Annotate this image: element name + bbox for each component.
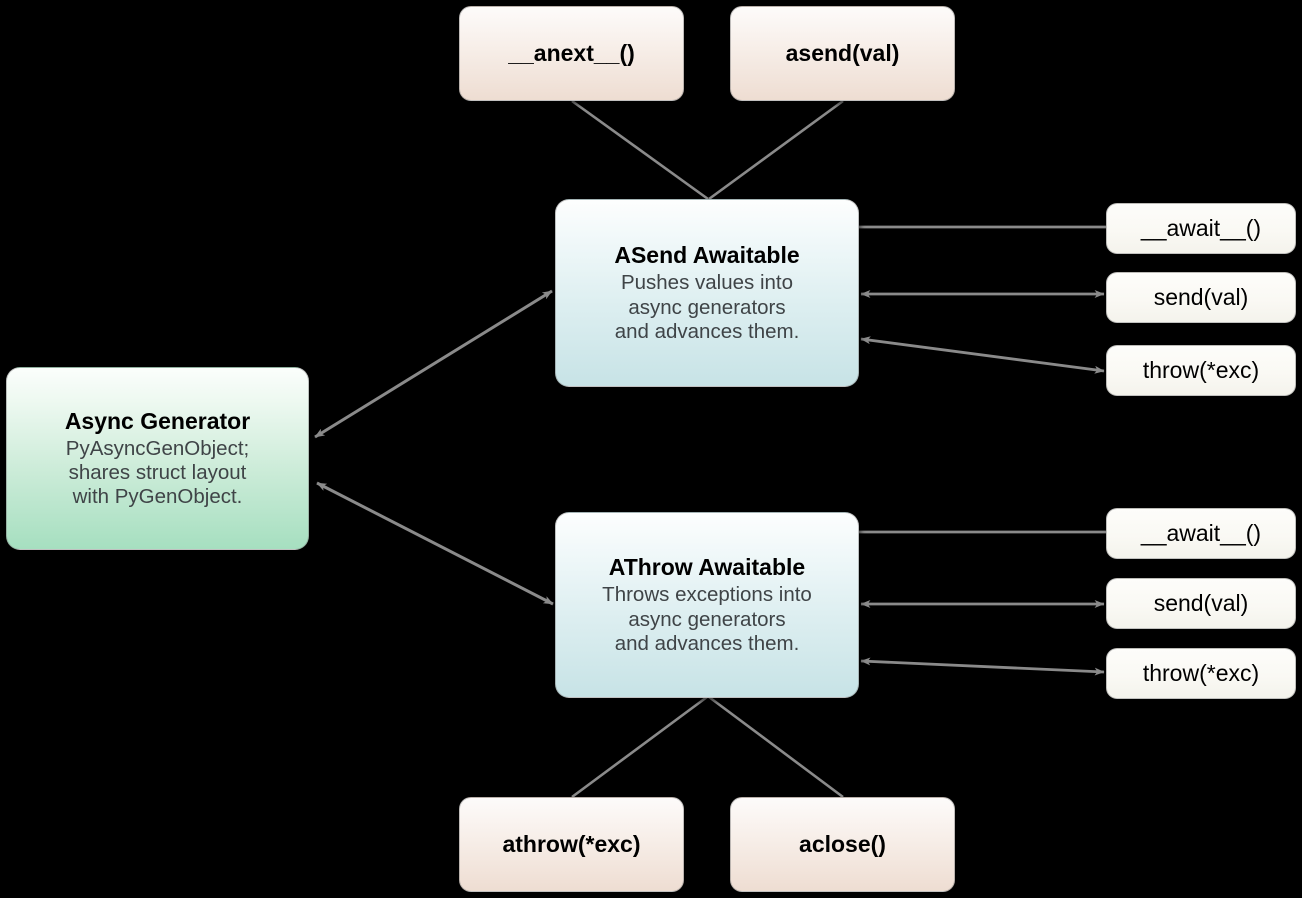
node-athrow-awaitable-desc-line-1: Throws exceptions into	[602, 583, 812, 607]
node-athrow-protocol-await[interactable]: __await__()	[1106, 508, 1296, 559]
edge-generator-athrow-bidirectional	[316, 481, 554, 606]
node-asend-protocol-throw[interactable]: throw(*exc)	[1106, 345, 1296, 396]
edge-asend-to-asend-awaitable	[708, 99, 844, 201]
node-athrow-awaitable-title: AThrow Awaitable	[608, 554, 806, 580]
node-asend-method-label: asend(val)	[785, 40, 900, 67]
edge-asend-throw-bidirectional	[860, 336, 1105, 374]
node-asend-awaitable-desc-line-3: and advances them.	[614, 319, 800, 343]
node-athrow-awaitable-desc-line-3: and advances them.	[614, 631, 800, 655]
node-asend-protocol-throw-label: throw(*exc)	[1142, 357, 1260, 384]
node-aclose-method-label: aclose()	[799, 831, 886, 858]
node-athrow-protocol-await-label: __await__()	[1140, 520, 1262, 547]
node-anext-method-label: __anext__()	[508, 40, 635, 67]
node-async-generator-desc-line-1: PyAsyncGenObject;	[65, 436, 250, 460]
node-athrow-awaitable-desc-line-2: async generators	[628, 607, 786, 631]
node-athrow-awaitable[interactable]: AThrow Awaitable Throws exceptions into …	[555, 512, 859, 698]
node-async-generator[interactable]: Async Generator PyAsyncGenObject; shares…	[6, 367, 309, 550]
node-athrow-method[interactable]: athrow(*exc)	[459, 797, 684, 892]
node-asend-awaitable-desc-line-2: async generators	[628, 295, 786, 319]
node-aclose-method[interactable]: aclose()	[730, 797, 955, 892]
node-asend-awaitable-title: ASend Awaitable	[614, 242, 800, 268]
edge-generator-asend-bidirectional	[314, 289, 553, 439]
node-athrow-protocol-send-label: send(val)	[1153, 590, 1249, 617]
node-asend-protocol-await[interactable]: __await__()	[1106, 203, 1296, 254]
node-asend-awaitable-desc-line-1: Pushes values into	[620, 271, 794, 295]
node-async-generator-desc-line-3: with PyGenObject.	[72, 485, 243, 509]
edge-athrow-awaitable-to-aclose	[708, 695, 844, 799]
node-asend-protocol-await-label: __await__()	[1140, 215, 1262, 242]
node-asend-protocol-send-label: send(val)	[1153, 284, 1249, 311]
node-athrow-protocol-send[interactable]: send(val)	[1106, 578, 1296, 629]
node-athrow-method-label: athrow(*exc)	[502, 831, 641, 858]
node-anext-method[interactable]: __anext__()	[459, 6, 684, 101]
node-athrow-protocol-throw[interactable]: throw(*exc)	[1106, 648, 1296, 699]
node-async-generator-desc-line-2: shares struct layout	[68, 461, 247, 485]
node-asend-protocol-send[interactable]: send(val)	[1106, 272, 1296, 323]
node-async-generator-title: Async Generator	[64, 407, 251, 434]
node-asend-awaitable[interactable]: ASend Awaitable Pushes values into async…	[555, 199, 859, 387]
node-asend-method[interactable]: asend(val)	[730, 6, 955, 101]
edge-anext-to-asend-awaitable	[571, 99, 709, 201]
node-athrow-protocol-throw-label: throw(*exc)	[1142, 660, 1260, 687]
edge-athrow-throw-bidirectional	[860, 657, 1105, 676]
edge-athrow-awaitable-to-athrow	[571, 695, 708, 799]
